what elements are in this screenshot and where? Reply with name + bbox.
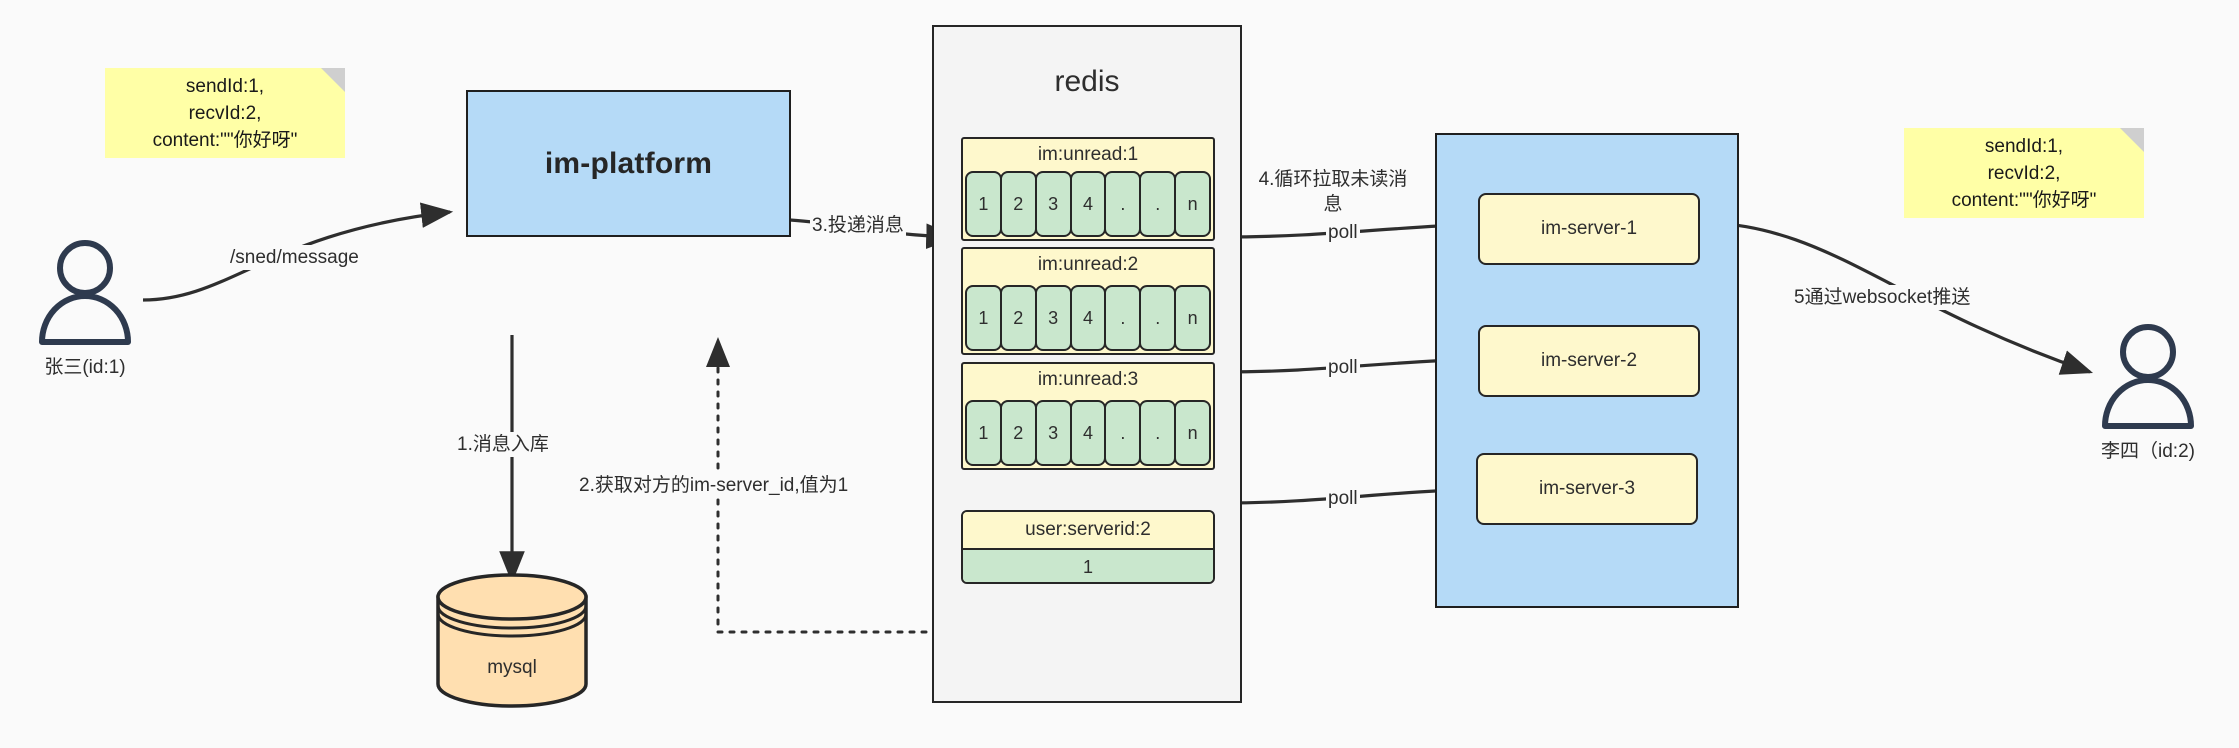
queue-cell: 2 [999,171,1037,237]
person-icon [2102,324,2194,429]
queue-2-key: im:unread:2 [1037,254,1139,275]
actor-lisi[interactable] [2088,322,2208,437]
note-right-text: sendId:1, recvId:2, content:""你好呀" [1951,135,2097,211]
note-left-text: sendId:1, recvId:2, content:""你好呀" [152,75,298,151]
edge-label-poll-2: poll [1326,355,1360,380]
im-server-3-box[interactable]: im-server-3 [1476,453,1698,525]
queue-cell: . [1139,171,1177,237]
queue-cell: . [1104,400,1142,466]
kv-key: user:serverid:2 [963,512,1213,550]
redis-title: redis [1054,65,1120,98]
queue-cell: . [1139,285,1177,351]
edge-label-step4-loop-pull: 4.循环拉取未读消 息 [1256,167,1410,217]
edge-label-step3-deliver: 3.投递消息 [810,213,906,238]
person-icon [39,240,131,345]
im-platform-box[interactable]: im-platform [466,90,791,237]
queue-cell: 1 [965,171,1002,237]
kv-user-serverid[interactable]: user:serverid:2 1 [961,510,1215,584]
edge-label-step2-get-serverid: 2.获取对方的im-server_id,值为1 [577,473,851,498]
actor-zhangsan-label: 张三(id:1) [44,357,126,378]
queue-cell: n [1174,285,1212,351]
queue-im-unread-2[interactable]: im:unread:2 1 2 3 4 . . n [961,247,1215,355]
queue-cell: 3 [1034,285,1072,351]
queue-3-cells: 1 2 3 4 . . n [965,400,1212,466]
queue-cell: n [1174,400,1212,466]
queue-cell: n [1174,171,1212,237]
queue-cell: 4 [1069,171,1107,237]
queue-cell: 4 [1069,285,1107,351]
edge-label-step5-websocket: 5通过websocket推送 [1792,285,1973,310]
redis-container: redis im:unread:1 1 2 3 4 . . n im:unrea… [932,25,1242,703]
queue-cell: 4 [1069,400,1107,466]
queue-2-cells: 1 2 3 4 . . n [965,285,1212,351]
mysql-label: mysql [487,657,537,678]
note-fold-icon [321,68,345,92]
queue-cell: 2 [999,285,1037,351]
queue-1-key: im:unread:1 [1037,144,1139,165]
queue-cell: 1 [965,285,1002,351]
queue-cell: . [1104,171,1142,237]
edge-label-step1-persist: 1.消息入库 [455,432,551,457]
im-server-1-label: im-server-1 [1540,218,1638,239]
edge-label-send-message: /sned/message [228,245,361,270]
database-cylinder-icon [436,573,588,708]
note-fold-icon [2120,128,2144,152]
queue-cell: 1 [965,400,1002,466]
actor-lisi-label: 李四（id:2) [2101,441,2195,462]
queue-cell: . [1139,400,1177,466]
im-server-2-label: im-server-2 [1540,350,1638,371]
mysql-database[interactable]: mysql [432,572,592,708]
queue-cell: 3 [1034,400,1072,466]
im-server-2-box[interactable]: im-server-2 [1478,325,1700,397]
queue-1-cells: 1 2 3 4 . . n [965,171,1212,237]
im-server-1-box[interactable]: im-server-1 [1478,193,1700,265]
im-server-3-label: im-server-3 [1538,478,1636,499]
im-platform-label: im-platform [544,146,713,180]
im-server-cluster: im-server-1 im-server-2 [1435,133,1739,432]
edge-label-poll-3: poll [1326,486,1360,511]
queue-im-unread-3[interactable]: im:unread:3 1 2 3 4 . . n [961,362,1215,470]
queue-cell: 3 [1034,171,1072,237]
note-right-message: sendId:1, recvId:2, content:""你好呀" [1904,128,2144,218]
actor-zhangsan[interactable] [25,238,145,353]
kv-value: 1 [963,550,1213,582]
queue-cell: 2 [999,400,1037,466]
queue-cell: . [1104,285,1142,351]
queue-im-unread-1[interactable]: im:unread:1 1 2 3 4 . . n [961,137,1215,241]
note-left-message: sendId:1, recvId:2, content:""你好呀" [105,68,345,158]
edge-label-poll-1: poll [1326,220,1360,245]
queue-3-key: im:unread:3 [1037,369,1139,390]
